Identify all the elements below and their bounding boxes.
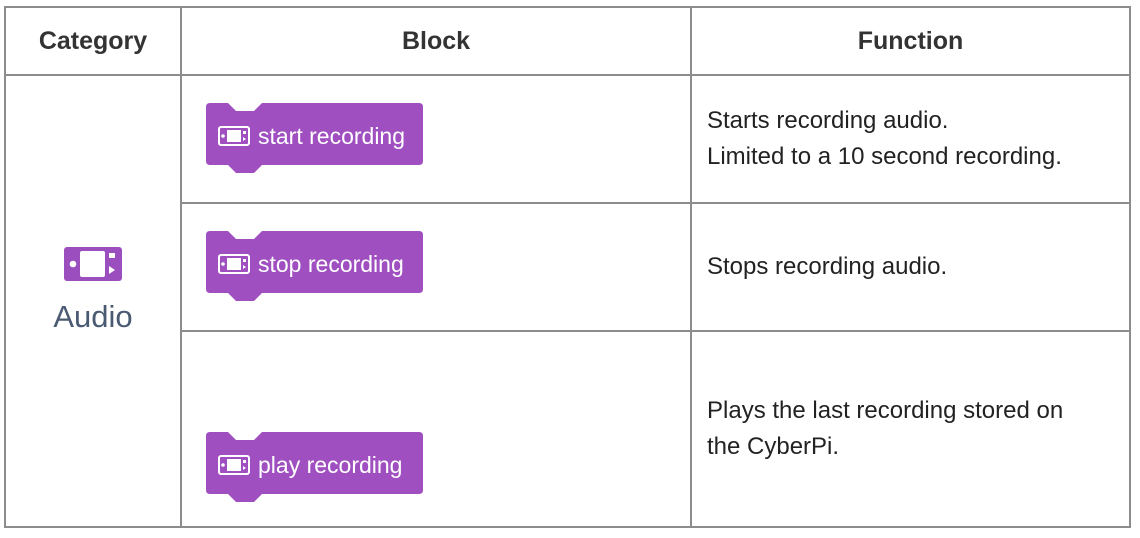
cyberpi-device-icon — [218, 455, 250, 475]
function-cell-play: Plays the last recording stored on the C… — [692, 332, 1129, 526]
function-cell-start: Starts recording audio. Limited to a 10 … — [692, 76, 1129, 204]
header-block-text: Block — [401, 26, 471, 55]
cyberpi-device-icon — [218, 254, 250, 274]
header-function: Function — [692, 8, 1129, 76]
block-shape — [206, 103, 423, 173]
header-function-text: Function — [857, 26, 964, 55]
play-recording-block[interactable]: play recording — [206, 432, 423, 504]
blocks-table: Category Block Function Audio start reco… — [4, 6, 1131, 528]
header-category: Category — [6, 8, 182, 76]
block-cell-play: play recording — [182, 332, 692, 526]
block-label: play recording — [258, 451, 403, 478]
block-label: start recording — [258, 122, 406, 149]
function-text-line: Limited to a 10 second recording. — [707, 143, 1062, 170]
header-category-text: Category — [38, 26, 148, 55]
function-text-line: Plays the last recording stored on — [707, 397, 1064, 424]
start-recording-block[interactable]: start recording — [206, 103, 423, 175]
block-label: stop recording — [258, 250, 404, 277]
function-text-line: the CyberPi. — [707, 433, 840, 460]
function-text-line: Stops recording audio. — [707, 253, 948, 280]
block-cell-stop: stop recording — [182, 204, 692, 332]
stop-recording-block[interactable]: stop recording — [206, 231, 423, 303]
cyberpi-device-icon — [64, 247, 122, 281]
block-shape — [206, 231, 423, 301]
block-shape — [206, 432, 423, 502]
header-block: Block — [182, 8, 692, 76]
block-cell-start: start recording — [182, 76, 692, 204]
cyberpi-device-icon — [218, 126, 250, 146]
category-label: Audio — [53, 299, 133, 334]
function-cell-stop: Stops recording audio. — [692, 204, 1129, 332]
function-text-line: Starts recording audio. — [707, 107, 949, 134]
category-cell: Audio — [6, 76, 182, 526]
